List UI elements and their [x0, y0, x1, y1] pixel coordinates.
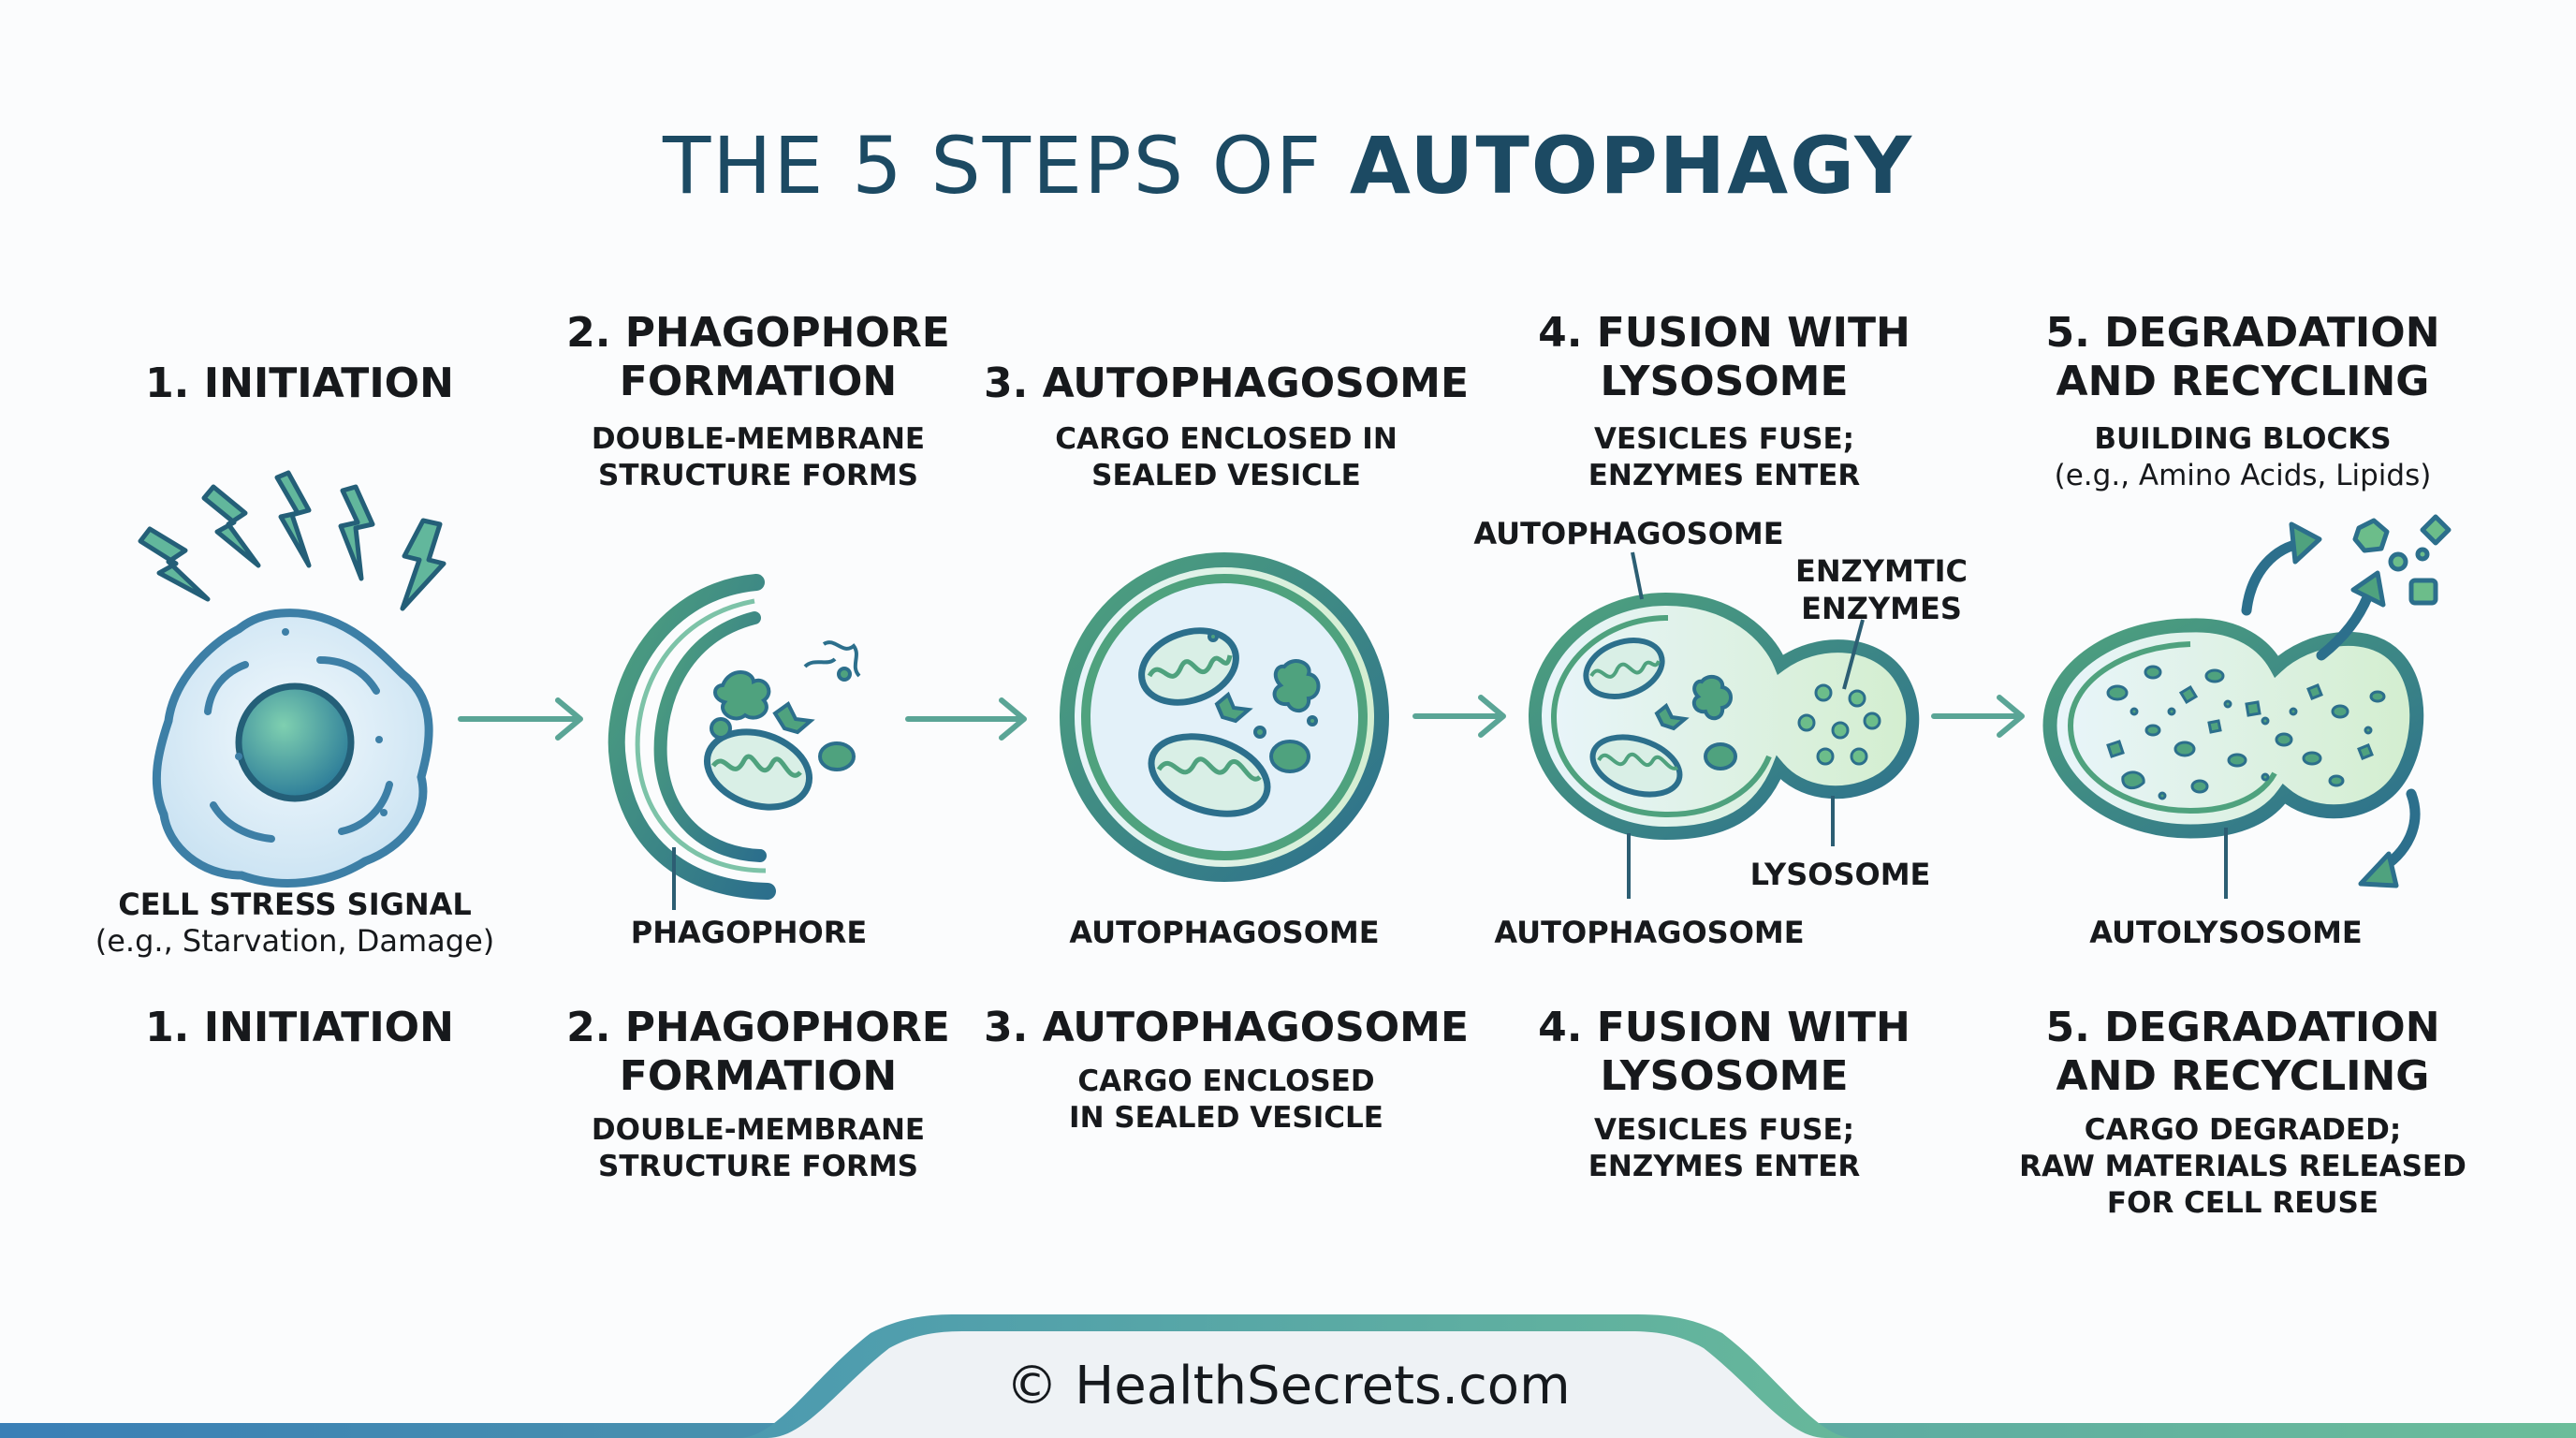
autolysosome-label: AUTOLYSOSOME: [2089, 915, 2363, 950]
step5-top-subtitle: BUILDING BLOCKS: [2094, 422, 2392, 456]
mitochondrion: [1138, 627, 1239, 706]
arrow-right-icon: [458, 697, 583, 741]
step2-phagophore-group: [607, 574, 861, 910]
cell-stress-label: CELL STRESS SIGNAL: [118, 887, 472, 922]
step4-top-heading: 4. FUSION WITH LYSOSOME: [1538, 309, 1910, 405]
step5-bottom-heading: 5. DEGRADATION AND RECYCLING: [2045, 1004, 2440, 1100]
mitochondrion: [1148, 733, 1271, 817]
step2-top-heading: 2. PHAGOPHORE FORMATION: [566, 309, 950, 405]
step3-bottom-heading: 3. AUTOPHAGOSOME: [983, 1004, 1470, 1051]
step3-bottom-subtitle: CARGO ENCLOSED IN SEALED VESICLE: [1069, 1064, 1383, 1135]
step4-fusion-group: [1528, 551, 1920, 899]
autophagosome-label-step4-top: AUTOPHAGOSOME: [1473, 516, 1784, 551]
step1-top-heading: 1. INITIATION: [145, 360, 454, 407]
step4-bottom-heading: 4. FUSION WITH LYSOSOME: [1538, 1004, 1910, 1100]
step5-top-heading: 5. DEGRADATION AND RECYCLING: [2045, 309, 2440, 405]
curved-arrow-icon: [2316, 570, 2386, 661]
mitochondrion: [703, 728, 813, 811]
cell-organelles: [204, 656, 393, 843]
step3-top-subtitle: CARGO ENCLOSED IN SEALED VESICLE: [1055, 422, 1398, 492]
cell-nucleus: [235, 682, 355, 802]
cell-stress-note: (e.g., Starvation, Damage): [95, 923, 495, 959]
cell-granules: [235, 628, 388, 816]
enzyme-dots: [1797, 683, 1881, 766]
step3-top-heading: 3. AUTOPHAGOSOME: [983, 360, 1470, 407]
arrow-right-icon: [1412, 695, 1506, 738]
phagophore-label: PHAGOPHORE: [630, 915, 868, 950]
arrow-right-icon: [905, 697, 1027, 741]
step1-cell-group: [138, 470, 446, 888]
step4-top-subtitle: VESICLES FUSE; ENZYMES ENTER: [1588, 422, 1861, 492]
autophagosome-label-step4-bottom: AUTOPHAGOSOME: [1494, 915, 1805, 950]
phagophore-outer-membrane: [607, 574, 776, 900]
lysosome-label: LYSOSOME: [1749, 857, 1931, 892]
mitochondrion: [1589, 734, 1683, 798]
cargo-fragments: [1654, 674, 1737, 770]
step4-bottom-subtitle: VESICLES FUSE; ENZYMES ENTER: [1588, 1113, 1861, 1183]
step1-bottom-heading: 1. INITIATION: [145, 1004, 454, 1051]
step5-autolysosome-group: [2042, 514, 2452, 899]
fused-membrane: [1528, 592, 1920, 841]
step5-bottom-subtitle: CARGO DEGRADED; RAW MATERIALS RELEASED F…: [2019, 1113, 2466, 1220]
cargo-fragments: [1208, 631, 1321, 773]
curved-arrow-icon: [2241, 521, 2322, 616]
step5-top-subtitle-note: (e.g., Amino Acids, Lipids): [2054, 459, 2432, 492]
autolysosome-membrane: [2042, 618, 2424, 839]
title-light: THE 5 STEPS OF: [662, 120, 1324, 212]
footer-copyright: © HealthSecrets.com: [1005, 1356, 1571, 1416]
cargo-fragments: [710, 640, 861, 771]
lightning-bolt-icon: [138, 470, 446, 611]
footer-band: [0, 1314, 2576, 1438]
step2-top-subtitle: DOUBLE-MEMBRANE STRUCTURE FORMS: [591, 422, 926, 492]
autophagosome-label-step3: AUTOPHAGOSOME: [1069, 915, 1380, 950]
curved-arrow-icon: [2358, 788, 2421, 888]
step2-bottom-heading: 2. PHAGOPHORE FORMATION: [566, 1004, 950, 1100]
step2-bottom-subtitle: DOUBLE-MEMBRANE STRUCTURE FORMS: [591, 1113, 926, 1183]
arrow-right-icon: [1931, 695, 2025, 738]
building-block-icons: [2352, 514, 2452, 606]
diagram-title: THE 5 STEPS OF AUTOPHAGY: [0, 120, 2576, 212]
degraded-fragments: [2106, 665, 2386, 800]
phagophore-inner-membrane: [635, 598, 767, 873]
mitochondrion: [1583, 638, 1665, 699]
step3-autophagosome-group: [1060, 552, 1389, 882]
enzymes-label: ENZYMTIC ENZYMES: [1794, 553, 1969, 626]
phagophore-inner-layer: [653, 611, 767, 862]
title-bold: AUTOPHAGY: [1349, 120, 1914, 212]
